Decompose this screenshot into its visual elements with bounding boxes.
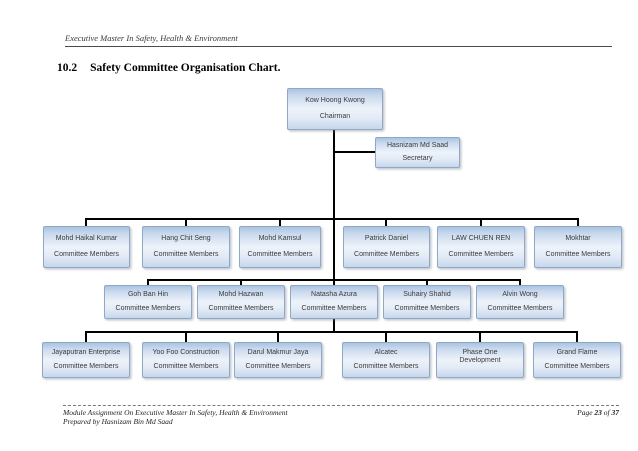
org-box-chairman: Kow Hoong Kwong Chairman: [287, 88, 383, 130]
connector-line: [147, 279, 149, 286]
section-number: 10.2: [57, 62, 78, 74]
connector-line: [479, 331, 481, 343]
footer-of-word: of: [603, 408, 610, 417]
page-header: Executive Master In Safety, Health & Env…: [65, 33, 612, 47]
footer-page-word: Page: [577, 408, 593, 417]
connector-line: [277, 331, 279, 343]
connector-line: [333, 279, 335, 286]
org-box-member: Darul Makmur Jaya Committee Members: [234, 342, 322, 378]
member-name: Grand Flame: [556, 348, 598, 356]
org-box-member: Phase One Development: [436, 342, 524, 378]
connector-line: [279, 218, 281, 227]
member-name: Goh Ban Hin: [127, 291, 169, 299]
member-name: Alcatec: [374, 348, 398, 356]
connector-line: [385, 218, 387, 227]
member-name: Kow Hoong Kwong: [305, 96, 365, 104]
member-role: Committee Members: [245, 362, 311, 370]
member-role: Committee Members: [448, 250, 514, 258]
footer-page-total: 37: [611, 408, 620, 417]
member-name: Phase One Development: [459, 348, 501, 365]
member-role: Chairman: [319, 112, 351, 120]
member-name: Patrick Daniel: [364, 234, 409, 242]
org-box-member: Alvin Wong Committee Members: [476, 285, 564, 319]
section-title-text: Safety Committee Organisation Chart.: [90, 62, 281, 74]
footer-page-indicator: Page 23 of 37: [577, 408, 619, 417]
connector-line: [519, 279, 521, 286]
connector-line: [576, 331, 578, 343]
connector-line: [385, 331, 387, 343]
member-name: LAW CHUEN REN: [451, 234, 511, 242]
org-box-member: Yoo Foo Construction Committee Members: [142, 342, 230, 378]
member-role: Committee Members: [487, 304, 553, 312]
footer-left-text: Module Assignment On Executive Master In…: [63, 408, 288, 417]
member-role: Committee Members: [354, 250, 419, 258]
member-role: Secretary: [402, 154, 433, 162]
member-name: Hang Chit Seng: [161, 234, 211, 242]
member-role: Committee Members: [353, 362, 419, 370]
member-role: Committee Members: [394, 304, 460, 312]
org-box-member: Suhairy Shahid Committee Members: [383, 285, 471, 319]
connector-line: [333, 130, 335, 220]
org-box-member: Mokhtar Committee Members: [534, 226, 622, 268]
org-box-member: Mohd Haikal Kumar Committee Members: [43, 226, 130, 268]
connector-line: [480, 218, 482, 227]
connector-line: [85, 218, 87, 227]
connector-line: [240, 279, 242, 286]
member-name: Natasha Azura: [311, 291, 357, 299]
member-role: Committee Members: [301, 304, 367, 312]
member-name: Alvin Wong: [502, 291, 538, 299]
member-role: Committee Members: [545, 250, 611, 258]
connector-line: [333, 319, 335, 332]
org-box-secretary: Hasnizam Md Saad Secretary: [375, 137, 460, 168]
member-name: Mokhtar: [565, 234, 591, 242]
header-title: Executive Master In Safety, Health & Env…: [65, 33, 238, 43]
connector-line: [426, 279, 428, 286]
footer-prepared-by: Prepared by Hasnizam Bin Md Saad: [63, 417, 173, 426]
connector-line: [185, 218, 187, 227]
member-name: Mohd Kamsul: [258, 234, 302, 242]
member-name: Jayaputran Enterprise: [51, 348, 121, 356]
org-box-member: Natasha Azura Committee Members: [290, 285, 378, 319]
org-box-member: LAW CHUEN REN Committee Members: [437, 226, 525, 268]
org-box-member: Mohd Kamsul Committee Members: [239, 226, 321, 268]
member-role: Committee Members: [53, 362, 119, 370]
connector-line: [334, 151, 375, 153]
org-box-member: Hang Chit Seng Committee Members: [142, 226, 230, 268]
member-role: Committee Members: [208, 304, 274, 312]
connector-line: [577, 218, 579, 227]
org-box-member: Patrick Daniel Committee Members: [343, 226, 430, 268]
footer-page-number: 23: [594, 408, 602, 417]
org-box-member: Jayaputran Enterprise Committee Members: [42, 342, 130, 378]
member-name: Mohd Haikal Kumar: [55, 234, 118, 242]
member-role: Committee Members: [153, 250, 219, 258]
connector-line: [85, 331, 578, 333]
member-role: Committee Members: [247, 250, 313, 258]
member-name: Darul Makmur Jaya: [247, 348, 309, 356]
connector-line: [185, 331, 187, 343]
org-box-member: Goh Ban Hin Committee Members: [104, 285, 192, 319]
member-name: Suhairy Shahid: [403, 291, 451, 299]
member-name: Yoo Foo Construction: [152, 348, 220, 356]
connector-line: [85, 331, 87, 343]
connector-line: [85, 218, 579, 220]
member-role: Committee Members: [115, 304, 181, 312]
connector-line: [333, 218, 335, 281]
member-role: Committee Members: [153, 362, 219, 370]
member-name: Hasnizam Md Saad: [386, 142, 449, 150]
member-name: Mohd Hazwan: [218, 291, 264, 299]
member-role: Committee Members: [54, 250, 119, 258]
section-title: 10.2 Safety Committee Organisation Chart.: [57, 62, 280, 74]
org-box-member: Grand Flame Committee Members: [533, 342, 621, 378]
member-role: Committee Members: [544, 362, 610, 370]
page-footer: Module Assignment On Executive Master In…: [63, 405, 619, 426]
org-box-member: Mohd Hazwan Committee Members: [197, 285, 285, 319]
org-box-member: Alcatec Committee Members: [342, 342, 430, 378]
